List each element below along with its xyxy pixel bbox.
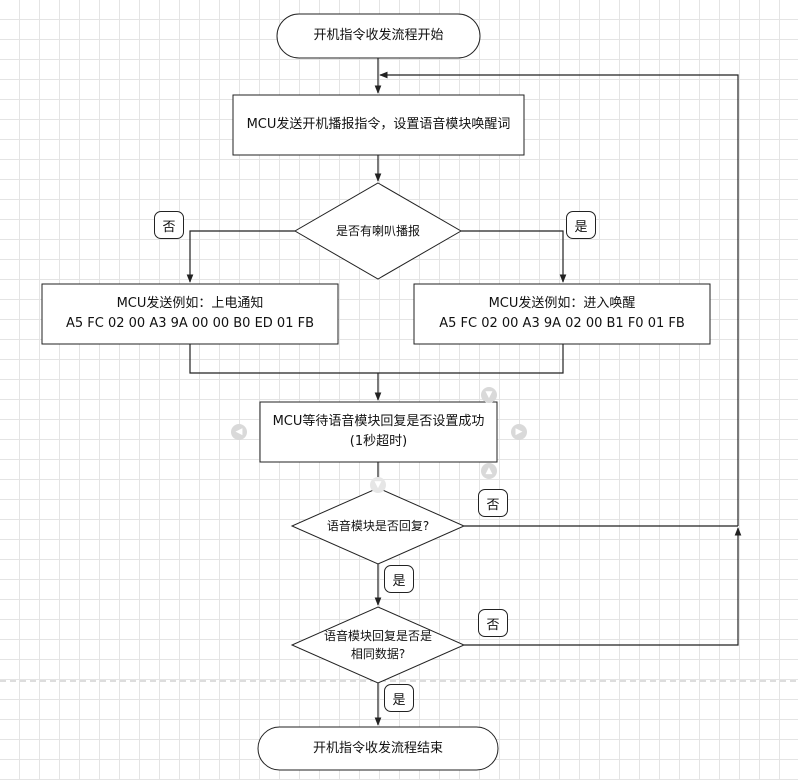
same-data-line1: 语音模块回复是否是 <box>323 629 432 643</box>
same-data-decision-text: 语音模块回复是否是 相同数据? <box>292 607 464 683</box>
send-command-box[interactable] <box>232 94 525 156</box>
wait-reply-box[interactable] <box>259 401 498 463</box>
right-example-line2: A5 FC 02 00 A3 9A 02 00 B1 F0 01 FB <box>439 316 685 331</box>
end-label: 开机指令收发流程结束 <box>312 740 443 756</box>
arrow-down-circle-icon[interactable]: ▼ <box>481 387 497 403</box>
right-example-box[interactable] <box>413 283 711 345</box>
start-label: 开机指令收发流程开始 <box>313 28 444 43</box>
speaker-decision[interactable] <box>294 182 462 280</box>
wait-reply-line1: MCU等待语音模块回复是否设置成功 <box>272 414 485 429</box>
yes-same-label[interactable]: 是 <box>384 684 414 712</box>
connector-merge <box>189 344 564 374</box>
arrow-left-circle-icon[interactable]: ◀ <box>231 424 247 440</box>
arrow-up-circle-icon[interactable]: ▲ <box>481 463 497 479</box>
same-data-line2: 相同数据? <box>350 647 406 661</box>
end-terminal[interactable] <box>257 726 499 771</box>
right-example-line1: MCU发送例如：进入唤醒 <box>488 296 636 311</box>
left-example-line1: MCU发送例如：上电通知 <box>116 296 264 311</box>
reply-decision-label: 语音模块是否回复? <box>326 519 430 533</box>
wait-reply-text: MCU等待语音模块回复是否设置成功 (1秒超时) <box>260 402 497 462</box>
no-same-label[interactable]: 否 <box>478 609 508 637</box>
left-example-line2: A5 FC 02 00 A3 9A 00 00 B0 ED 01 FB <box>65 316 315 331</box>
right-example-text: MCU发送例如：进入唤醒 A5 FC 02 00 A3 9A 02 00 B1 … <box>414 284 710 344</box>
yes-speaker-label[interactable]: 是 <box>566 211 596 239</box>
connector-decision-yes <box>461 230 567 283</box>
left-example-box[interactable] <box>41 283 339 345</box>
connector-same-no <box>464 527 742 646</box>
no-reply-label[interactable]: 否 <box>478 489 508 517</box>
no-speaker-label[interactable]: 否 <box>154 211 184 239</box>
arrow-right-circle-icon[interactable]: ▶ <box>511 424 527 440</box>
send-command-label: MCU发送开机播报指令，设置语音模块唤醒词 <box>246 117 511 132</box>
wait-reply-line2: (1秒超时) <box>349 434 408 449</box>
arrow-down-small-icon[interactable]: ▼ <box>370 477 386 493</box>
left-example-text: MCU发送例如：上电通知 A5 FC 02 00 A3 9A 00 00 B0 … <box>42 284 338 344</box>
yes-reply-label[interactable]: 是 <box>384 565 414 593</box>
connector-decision-no <box>186 230 295 283</box>
connector-loop-back <box>379 71 739 526</box>
speaker-decision-label: 是否有喇叭播报 <box>335 224 420 238</box>
